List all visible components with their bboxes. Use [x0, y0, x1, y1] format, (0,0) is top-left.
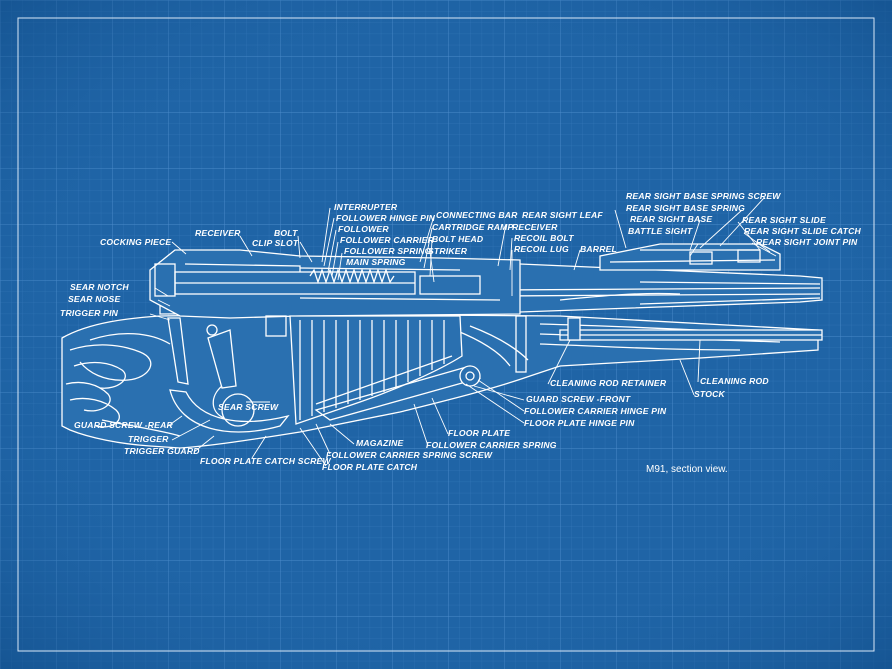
callout-labels: COCKING PIECE RECEIVER BOLT CLIP SLOT IN…: [60, 191, 862, 472]
label-rear-sight-base-spring: REAR SIGHT BASE SPRING: [626, 203, 745, 213]
label-rear-sight-leaf: REAR SIGHT LEAF: [522, 210, 603, 220]
label-cleaning-rod-retainer: CLEANING ROD RETAINER: [550, 378, 667, 388]
rear-sight-shape: [599, 243, 781, 271]
label-follower-carrier: FOLLOWER CARRIER: [340, 235, 434, 245]
leader-lines: [149, 197, 777, 467]
label-recoil-lug: RECOIL LUG: [514, 244, 569, 254]
label-receiver-top: RECEIVER: [195, 228, 241, 238]
trigger-group-shape: [167, 315, 527, 433]
label-receiver-mid: RECEIVER: [512, 222, 558, 232]
label-floor-plate-hinge-pin: FLOOR PLATE HINGE PIN: [524, 418, 635, 428]
label-barrel: BARREL: [580, 244, 617, 254]
label-clip-slot: CLIP SLOT: [252, 238, 299, 248]
magazine-shape: [289, 315, 463, 425]
label-recoil-bolt: RECOIL BOLT: [514, 233, 574, 243]
label-sear-notch: SEAR NOTCH: [70, 282, 129, 292]
label-rear-sight-slide-catch: REAR SIGHT SLIDE CATCH: [744, 226, 862, 236]
label-cartridge-ramp: CARTRIDGE RAMP: [432, 222, 513, 232]
diagram-caption: M91, section view.: [646, 464, 728, 475]
label-battle-sight: BATTLE SIGHT: [628, 226, 693, 236]
label-magazine: MAGAZINE: [356, 438, 403, 448]
label-trigger-pin: TRIGGER PIN: [60, 308, 119, 318]
frame-border: [17, 17, 875, 652]
rifle-section: [61, 243, 823, 449]
label-trigger-guard: TRIGGER GUARD: [124, 446, 200, 456]
label-sear-nose: SEAR NOSE: [68, 294, 120, 304]
label-follower-hinge-pin: FOLLOWER HINGE PIN: [336, 213, 436, 223]
label-rear-sight-slide: REAR SIGHT SLIDE: [742, 215, 826, 225]
label-cocking-piece: COCKING PIECE: [100, 237, 171, 247]
label-follower-carrier-spring-screw: FOLLOWER CARRIER SPRING SCREW: [326, 450, 493, 460]
label-striker: STRIKER: [428, 246, 468, 256]
label-bolt-head: BOLT HEAD: [432, 234, 483, 244]
label-guard-screw-front: GUARD SCREW -FRONT: [526, 394, 631, 404]
label-floor-plate-catch-screw: FLOOR PLATE CATCH SCREW: [200, 456, 331, 466]
label-sear-screw: SEAR SCREW: [218, 402, 279, 412]
main-spring-coils: [309, 267, 395, 285]
label-stock: STOCK: [694, 389, 726, 399]
label-guard-screw-rear: GUARD SCREW -REAR: [74, 420, 173, 430]
label-follower-spring: FOLLOWER SPRING: [344, 246, 432, 256]
label-rear-sight-joint-pin: REAR SIGHT JOINT PIN: [756, 237, 858, 247]
label-trigger: TRIGGER: [128, 434, 169, 444]
label-bolt: BOLT: [274, 228, 298, 238]
label-follower-carrier-spring: FOLLOWER CARRIER SPRING: [426, 440, 557, 450]
label-cleaning-rod: CLEANING ROD: [700, 376, 769, 386]
label-connecting-bar: CONNECTING BAR: [436, 210, 518, 220]
label-rear-sight-base: REAR SIGHT BASE: [630, 214, 712, 224]
label-floor-plate: FLOOR PLATE: [448, 428, 510, 438]
label-main-spring: MAIN SPRING: [346, 257, 406, 267]
label-floor-plate-catch: FLOOR PLATE CATCH: [322, 462, 418, 472]
receiver-shape: [149, 249, 521, 319]
label-follower-carrier-hinge-pin: FOLLOWER CARRIER HINGE PIN: [524, 406, 667, 416]
label-rear-sight-base-spring-screw: REAR SIGHT BASE SPRING SCREW: [626, 191, 781, 201]
label-interrupter: INTERRUPTER: [334, 202, 398, 212]
label-follower: FOLLOWER: [338, 224, 389, 234]
